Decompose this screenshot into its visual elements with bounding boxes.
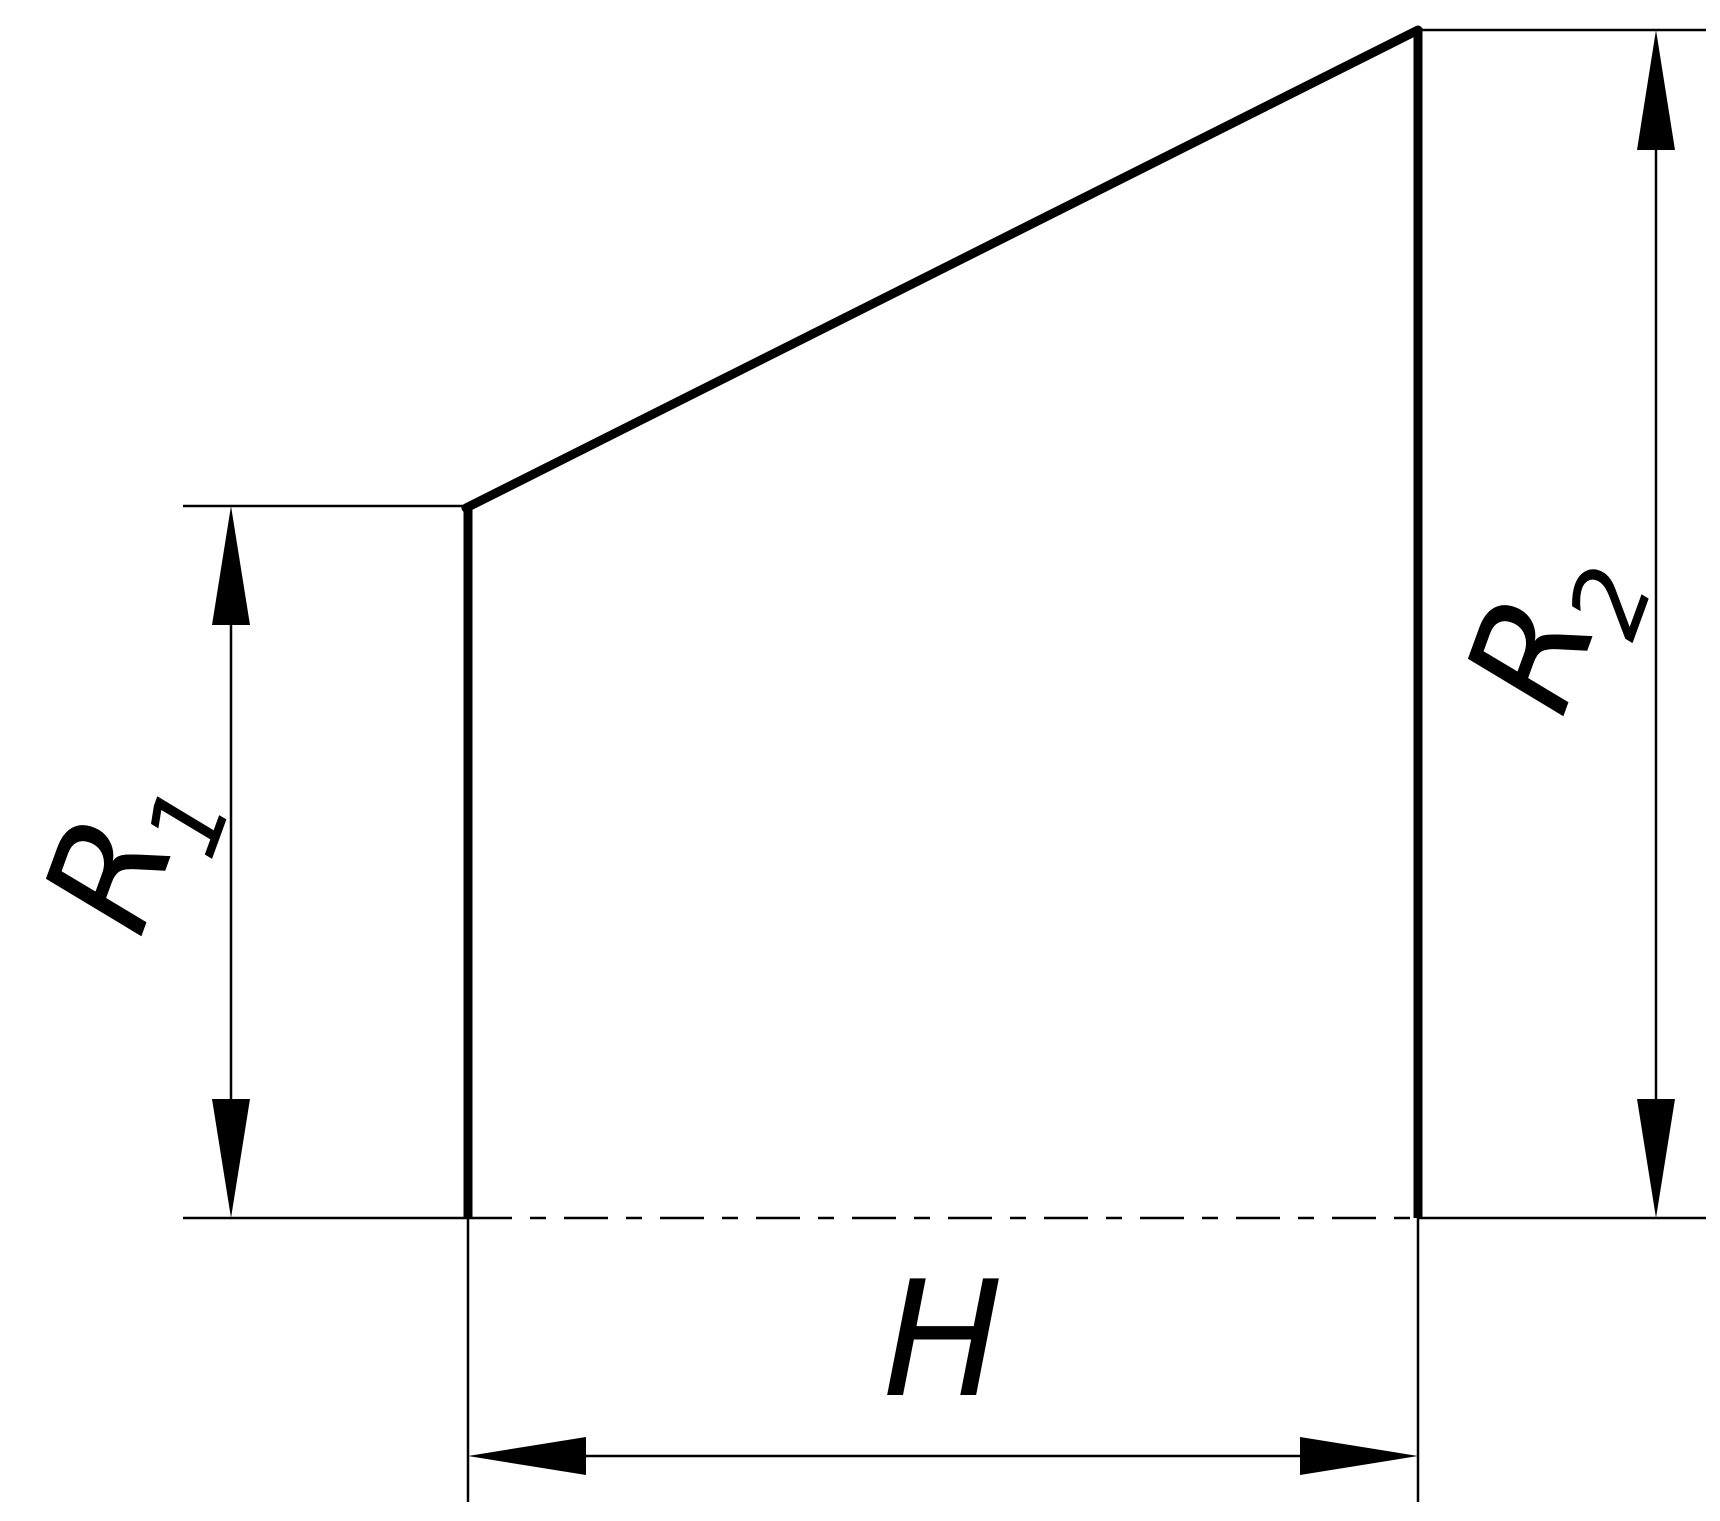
slanted-top-edge — [461, 25, 1423, 513]
r2-arrow-top — [1637, 30, 1675, 150]
r1-arrow-bottom — [212, 1099, 250, 1218]
r1-arrow-top — [212, 506, 250, 625]
h-label: H — [883, 1246, 1003, 1433]
r2-arrow-bottom — [1637, 1099, 1675, 1218]
h-arrow-right — [1300, 1437, 1418, 1475]
h-arrow-left — [468, 1437, 586, 1475]
